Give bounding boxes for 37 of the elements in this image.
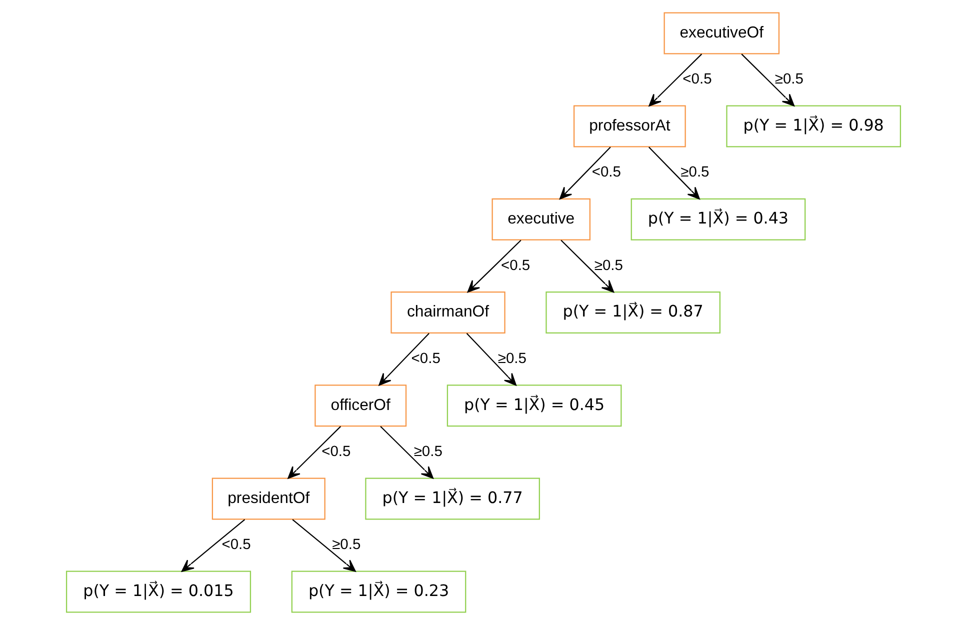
arrow bbox=[740, 54, 794, 106]
node-box: p(Y = 1|X⃗) = 0.23 bbox=[290, 570, 466, 613]
arrow bbox=[558, 146, 610, 200]
node-box: p(Y = 1|X⃗) = 0.77 bbox=[364, 478, 540, 520]
edge-label: ≥0.5 bbox=[497, 350, 526, 367]
node-box: chairmanOf bbox=[390, 292, 505, 334]
edge-label: ≥0.5 bbox=[332, 537, 360, 554]
arrow bbox=[466, 240, 521, 293]
node-box: p(Y = 1|X⃗) = 0.015 bbox=[65, 570, 251, 613]
node-box: p(Y = 1|X⃗) = 0.87 bbox=[545, 292, 720, 334]
node-box: presidentOf bbox=[211, 478, 325, 520]
node-box: professorAt bbox=[572, 105, 686, 148]
arrow bbox=[378, 332, 429, 386]
node-box: executive bbox=[491, 198, 590, 240]
node-box: p(Y = 1|X⃗) = 0.45 bbox=[446, 384, 622, 427]
edge-label: ≥0.5 bbox=[594, 258, 622, 274]
node-box: officerOf bbox=[314, 384, 406, 427]
edge-label: <0.5 bbox=[682, 72, 712, 88]
node-box: p(Y = 1|X⃗) = 0.43 bbox=[630, 198, 806, 240]
arrow bbox=[287, 426, 341, 479]
arrow bbox=[180, 519, 245, 572]
edge-label: <0.5 bbox=[500, 258, 530, 274]
edge-label: ≥0.5 bbox=[774, 72, 803, 88]
edge-label: ≥0.5 bbox=[413, 444, 442, 460]
node-box: p(Y = 1|X⃗) = 0.98 bbox=[726, 105, 901, 148]
arrow bbox=[648, 54, 702, 106]
node-box: executiveOf bbox=[663, 12, 780, 54]
edge-label: <0.5 bbox=[591, 164, 620, 181]
arrow bbox=[560, 240, 614, 293]
edge-label: <0.5 bbox=[221, 537, 250, 554]
edge-label: <0.5 bbox=[321, 444, 350, 460]
edge-label: ≥0.5 bbox=[680, 164, 709, 181]
arrow bbox=[648, 146, 700, 200]
arrow bbox=[292, 519, 356, 572]
arrow bbox=[380, 426, 434, 479]
arrow bbox=[466, 332, 516, 386]
edge-label: <0.5 bbox=[410, 350, 440, 367]
